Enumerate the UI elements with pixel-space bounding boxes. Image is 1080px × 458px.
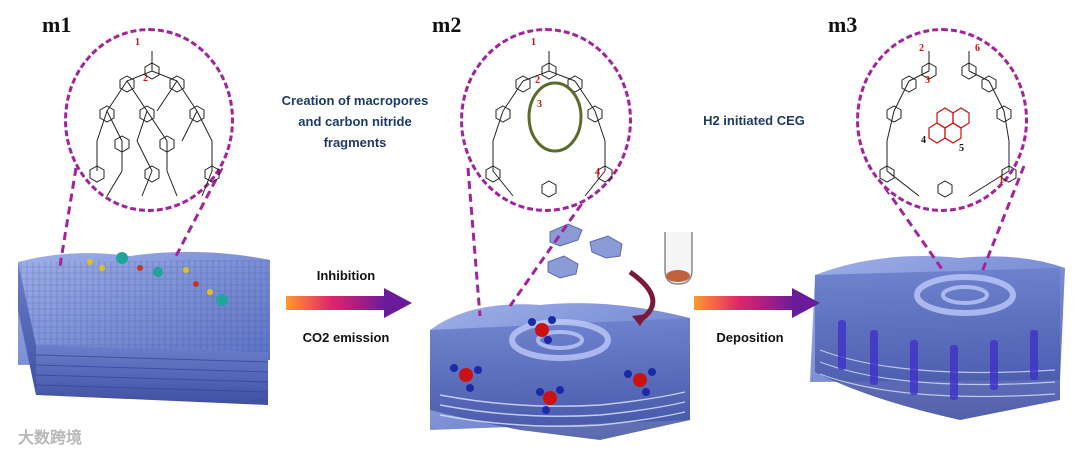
caption-creation-line-3: fragments xyxy=(323,135,387,150)
caption-creation-line-1: Creation of macropores xyxy=(281,93,429,108)
position-number-5: 5 xyxy=(959,143,964,154)
zoom-circle-m1: 1 2 xyxy=(64,28,234,212)
triazine-network-m1 xyxy=(89,51,220,197)
panel-label-m3: m3 xyxy=(828,12,858,37)
slab-m2 xyxy=(430,303,690,440)
triazine-network-m2 xyxy=(485,51,613,198)
watermark: 大数跨境 xyxy=(18,430,83,447)
slab-m3 xyxy=(810,256,1065,420)
molecule-group-m1 xyxy=(87,252,228,306)
zoom-circle-m3: 2 6 3 4 5 1 xyxy=(856,28,1028,212)
position-number-1: 1 xyxy=(999,175,1004,186)
panel-label-m2: m2 xyxy=(432,12,462,37)
carbon-ring-insert xyxy=(928,107,970,144)
test-tube xyxy=(664,232,693,285)
caption-creation: Creation of macropores and carbon nitrid… xyxy=(260,90,450,153)
position-number-4: 4 xyxy=(921,135,926,146)
panel-label-m1: m1 xyxy=(42,12,72,37)
arrow-deposition xyxy=(694,288,820,318)
position-number-3: 3 xyxy=(537,99,542,110)
co2-molecules-m2 xyxy=(450,316,656,414)
slab-m1 xyxy=(18,251,270,405)
triazine-network-m3 xyxy=(879,51,1017,198)
position-number-2: 2 xyxy=(919,43,924,54)
position-number-6: 6 xyxy=(975,43,980,54)
caption-creation-line-2: and carbon nitride xyxy=(298,114,412,129)
macropore-ring xyxy=(527,81,583,153)
label-co2-emission: CO2 emission xyxy=(302,330,390,345)
zoom-circle-m2: 1 2 3 4 xyxy=(460,28,632,212)
position-number-1: 1 xyxy=(135,37,140,48)
position-number-1: 1 xyxy=(531,37,536,48)
position-number-4: 4 xyxy=(595,167,600,178)
fragments xyxy=(547,223,623,279)
position-number-2: 2 xyxy=(535,75,540,86)
caption-h2-initiated-ceg: H2 initiated CEG xyxy=(703,113,805,128)
arrow-inhibition xyxy=(286,288,412,318)
position-number-2: 2 xyxy=(143,73,148,84)
label-deposition: Deposition xyxy=(716,330,784,345)
label-inhibition: Inhibition xyxy=(316,268,376,283)
position-number-3: 3 xyxy=(925,75,930,86)
